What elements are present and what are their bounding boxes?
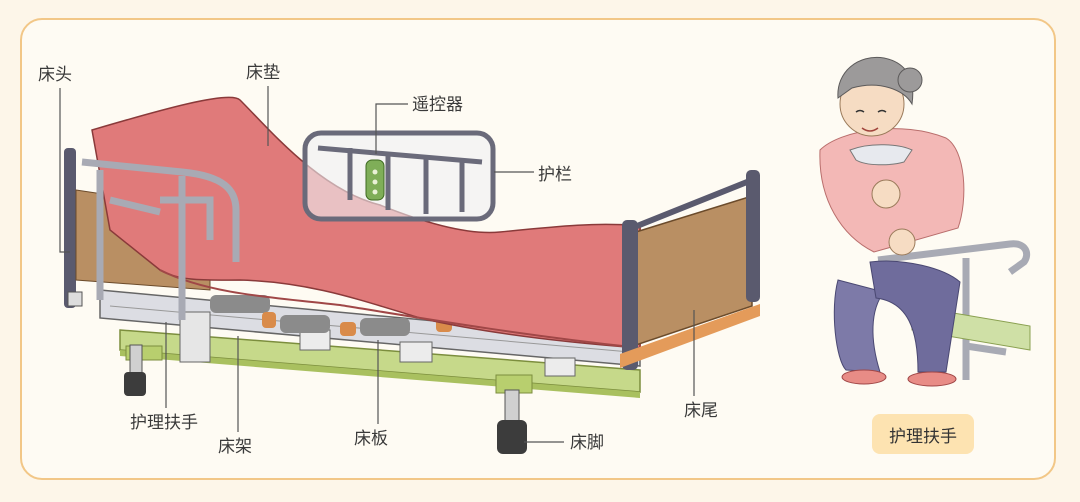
label-assist-handle: 护理扶手 — [130, 322, 198, 433]
remote-control — [365, 159, 385, 201]
label-headboard: 床头 — [38, 65, 72, 253]
svg-text:床脚: 床脚 — [570, 433, 604, 453]
svg-text:床尾: 床尾 — [684, 401, 718, 421]
svg-text:护栏: 护栏 — [538, 165, 572, 185]
assist-handle — [81, 158, 240, 320]
footboard — [620, 170, 760, 370]
label-bed-leg: 床脚 — [524, 433, 604, 453]
bed-legs — [124, 344, 527, 454]
svg-text:床垫: 床垫 — [246, 63, 280, 83]
svg-text:床板: 床板 — [354, 429, 388, 449]
svg-text:床架: 床架 — [218, 437, 252, 457]
label-mattress: 床垫 — [246, 63, 280, 146]
base-frame — [119, 329, 641, 398]
svg-text:遥控器: 遥控器 — [412, 95, 463, 115]
label-remote: 遥控器 — [375, 95, 463, 154]
bed-board — [210, 295, 452, 336]
side-rail — [302, 130, 496, 222]
elderly-woman-illustration — [819, 56, 1031, 387]
caption-assist-handle: 护理扶手 — [872, 414, 974, 454]
svg-text:护理扶手: 护理扶手 — [130, 413, 198, 433]
svg-text:床头: 床头 — [38, 65, 72, 85]
label-frame: 床架 — [218, 336, 252, 457]
label-footboard: 床尾 — [684, 310, 718, 421]
label-side-rail: 护栏 — [494, 165, 572, 185]
label-bed-board: 床板 — [354, 340, 388, 449]
